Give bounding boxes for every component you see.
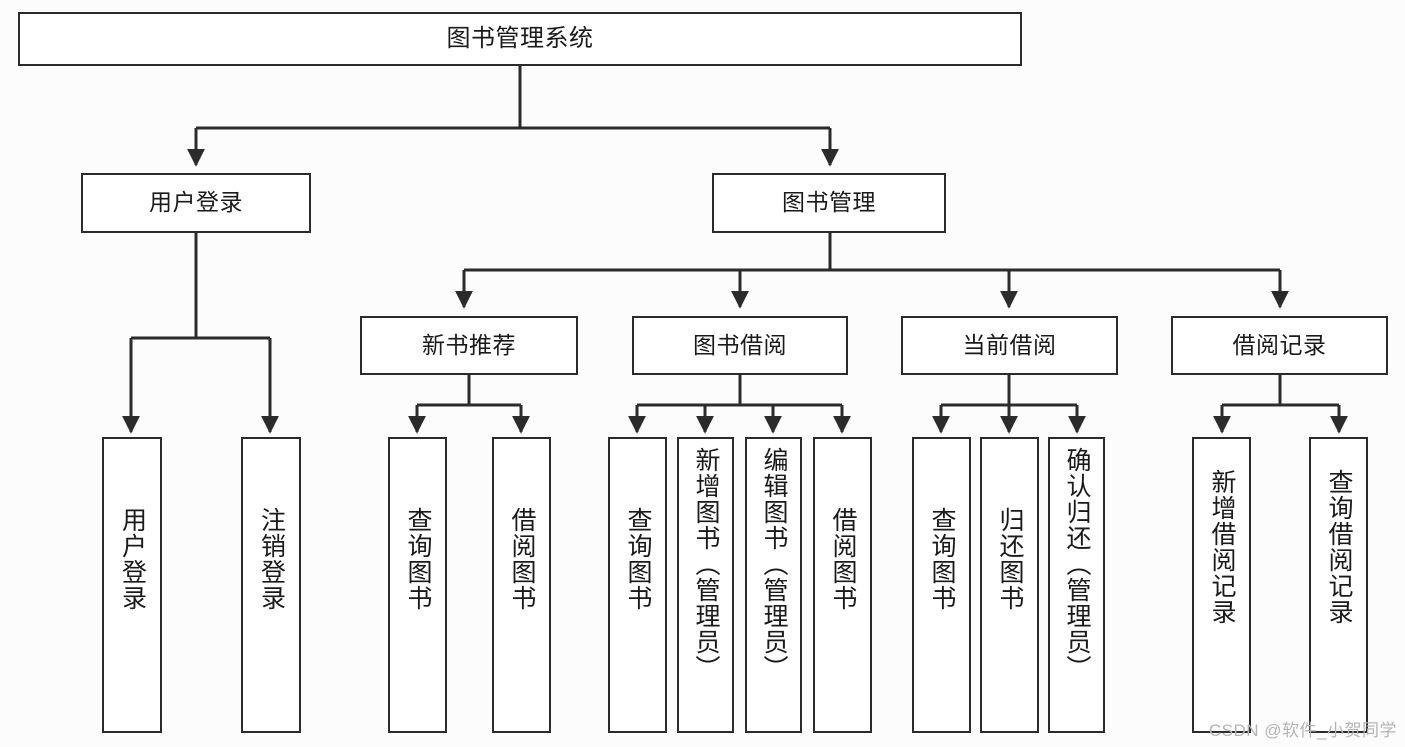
node-label: 借阅图书 — [508, 507, 536, 611]
node-label: 新增图书（管理员） — [692, 447, 720, 681]
node-label: 当前借阅 — [962, 331, 1057, 358]
node-label: 图书借阅 — [693, 331, 787, 358]
node-book-borrow[interactable]: 图书借阅 — [632, 316, 848, 375]
leaf-current-return-book[interactable]: 归还图书 — [980, 437, 1039, 733]
leaf-recommend-borrow-book[interactable]: 借阅图书 — [492, 437, 551, 733]
node-label: 编辑图书（管理员） — [760, 447, 788, 681]
node-label: 归还图书 — [996, 507, 1024, 611]
node-current-borrow[interactable]: 当前借阅 — [901, 316, 1118, 375]
node-user-login[interactable]: 用户登录 — [81, 173, 311, 233]
node-label: 用户登录 — [149, 189, 243, 216]
node-label: 借阅图书 — [829, 507, 857, 611]
node-new-book-recommend[interactable]: 新书推荐 — [360, 316, 578, 375]
node-root-system[interactable]: 图书管理系统 — [18, 12, 1022, 66]
node-label: 图书管理系统 — [446, 24, 594, 52]
node-book-management[interactable]: 图书管理 — [712, 173, 946, 233]
leaf-borrow-borrow-book[interactable]: 借阅图书 — [813, 437, 872, 733]
node-label: 注销登录 — [257, 507, 286, 611]
leaf-recommend-query-book[interactable]: 查询图书 — [388, 437, 447, 733]
node-label: 查询图书 — [928, 507, 956, 611]
leaf-record-add-record[interactable]: 新增借阅记录 — [1192, 437, 1251, 733]
leaf-borrow-edit-book[interactable]: 编辑图书（管理员） — [745, 437, 802, 733]
csdn-watermark: CSDN @软件_小贺同学 — [1208, 721, 1397, 740]
node-label: 确认归还（管理员） — [1063, 447, 1091, 681]
leaf-current-confirm-return[interactable]: 确认归还（管理员） — [1048, 437, 1105, 733]
node-label: 图书管理 — [782, 189, 876, 216]
node-borrow-record[interactable]: 借阅记录 — [1171, 316, 1388, 375]
node-label: 查询借阅记录 — [1325, 469, 1353, 625]
leaf-current-query-book[interactable]: 查询图书 — [912, 437, 971, 733]
node-label: 查询图书 — [404, 507, 432, 611]
node-label: 新书推荐 — [422, 331, 516, 358]
node-label: 新增借阅记录 — [1208, 469, 1236, 625]
leaf-user-login-logout[interactable]: 注销登录 — [241, 437, 301, 733]
leaf-user-login-signin[interactable]: 用户登录 — [102, 437, 162, 733]
node-label: 借阅记录 — [1232, 331, 1327, 358]
leaf-borrow-query-book[interactable]: 查询图书 — [608, 437, 667, 733]
leaf-record-query-record[interactable]: 查询借阅记录 — [1309, 437, 1368, 733]
node-label: 查询图书 — [624, 507, 652, 611]
node-label: 用户登录 — [118, 507, 147, 611]
leaf-borrow-add-book[interactable]: 新增图书（管理员） — [677, 437, 734, 733]
